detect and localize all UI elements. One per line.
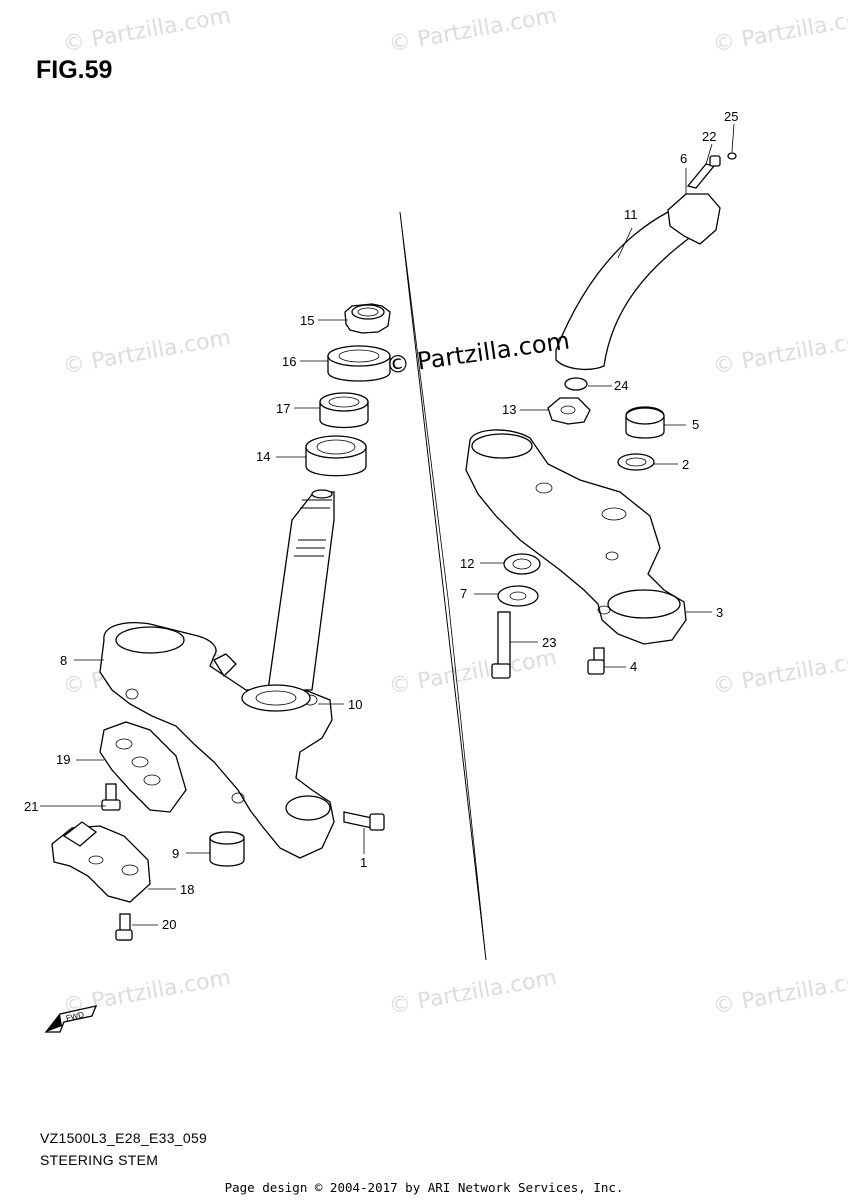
part-13-plate	[547, 397, 591, 425]
callout-19: 19	[56, 752, 71, 767]
callout-21: 21	[24, 799, 39, 814]
section-name: STEERING STEM	[40, 1152, 159, 1168]
part-20-bolt	[115, 913, 133, 941]
callout-10: 10	[348, 697, 363, 712]
callout-25: 25	[724, 109, 739, 124]
part-18-bracket	[51, 821, 151, 903]
callout-22: 22	[702, 129, 717, 144]
part-6-clamp	[667, 193, 721, 245]
callout-6: 6	[680, 151, 688, 166]
part-23-long-bolt	[491, 611, 511, 679]
callout-12: 12	[460, 556, 475, 571]
fwd-arrow-icon	[44, 1005, 98, 1033]
callout-14: 14	[256, 449, 271, 464]
callout-15: 15	[300, 313, 315, 328]
callout-13: 13	[502, 402, 517, 417]
callout-24: 24	[614, 378, 629, 393]
part-5-cap	[625, 406, 665, 439]
callout-17: 17	[276, 401, 291, 416]
footer-copyright: Page design © 2004-2017 by ARI Network S…	[224, 1180, 624, 1195]
callout-3: 3	[716, 605, 724, 620]
part-3-upper-bracket	[465, 429, 687, 645]
part-12-washer	[503, 553, 541, 575]
part-9-bushing	[209, 831, 245, 867]
assembly-guide-line	[399, 211, 487, 961]
part-22-bolt	[686, 155, 721, 189]
part-17-upper-bearing	[319, 392, 369, 429]
part-21-bolt	[101, 783, 121, 811]
part-4-bolt	[587, 647, 605, 675]
part-19-clamp-plate	[99, 721, 187, 813]
part-24-washer	[564, 377, 588, 391]
callout-23: 23	[542, 635, 557, 650]
part-2-washer	[617, 453, 655, 471]
part-15-stem-nut	[344, 303, 391, 334]
part-1-bolt	[343, 811, 385, 831]
callout-4: 4	[630, 659, 638, 674]
callout-8: 8	[60, 653, 68, 668]
callout-9: 9	[172, 846, 180, 861]
callout-18: 18	[180, 882, 195, 897]
callout-7: 7	[460, 586, 468, 601]
callout-16: 16	[282, 354, 297, 369]
callout-20: 20	[162, 917, 177, 932]
part-25-washer	[727, 152, 737, 160]
figure-title: FIG.59	[36, 56, 113, 84]
callout-1: 1	[360, 855, 368, 870]
part-16-dust-seal	[327, 345, 391, 382]
leader-lines	[40, 123, 735, 926]
part-11-cover	[555, 211, 693, 371]
part-8-steering-stem-lower-bracket	[99, 489, 335, 859]
callout-5: 5	[692, 417, 700, 432]
callout-2: 2	[682, 457, 690, 472]
callout-11: 11	[624, 207, 638, 222]
model-code: VZ1500L3_E28_E33_059	[40, 1130, 208, 1146]
part-14-lower-bearing	[305, 435, 367, 477]
part-7-washer	[497, 585, 539, 607]
